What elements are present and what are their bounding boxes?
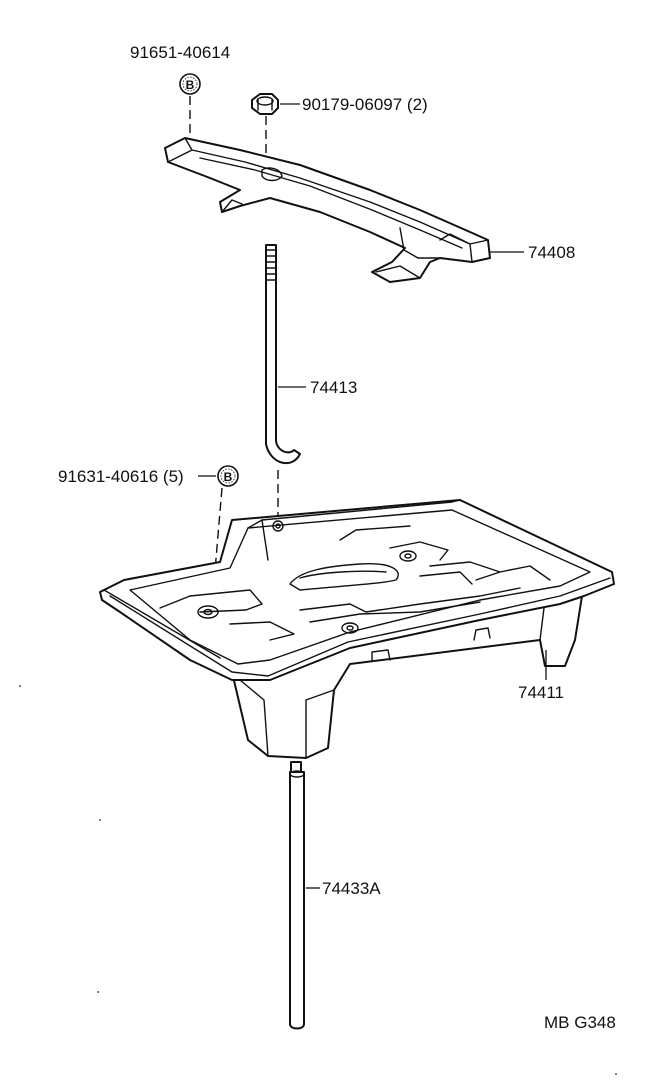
label-74411: 74411 <box>518 683 564 702</box>
label-90179-06097: 90179-06097 (2) <box>302 95 428 114</box>
label-91631-40616: 91631-40616 (5) <box>58 467 184 486</box>
battery-tray <box>99 499 615 759</box>
badge-b-icon: B <box>217 465 239 487</box>
battery-clamp <box>164 137 491 283</box>
label-74408: 74408 <box>528 243 575 262</box>
scan-speck <box>99 819 101 821</box>
label-91651-40614: 91651-40614 <box>130 43 230 62</box>
svg-text:B: B <box>224 470 233 484</box>
scan-speck <box>19 685 21 687</box>
nut-icon <box>251 93 279 115</box>
scan-speck <box>97 991 99 993</box>
j-bolt <box>265 244 301 465</box>
badge-b-icon: B <box>179 73 201 95</box>
svg-text:B: B <box>186 78 195 92</box>
figure-code: MB G348 <box>544 1013 616 1032</box>
label-74433a: 74433A <box>322 879 381 898</box>
scan-speck <box>615 1073 617 1075</box>
label-74413: 74413 <box>310 378 357 397</box>
support-rod <box>289 761 305 1030</box>
